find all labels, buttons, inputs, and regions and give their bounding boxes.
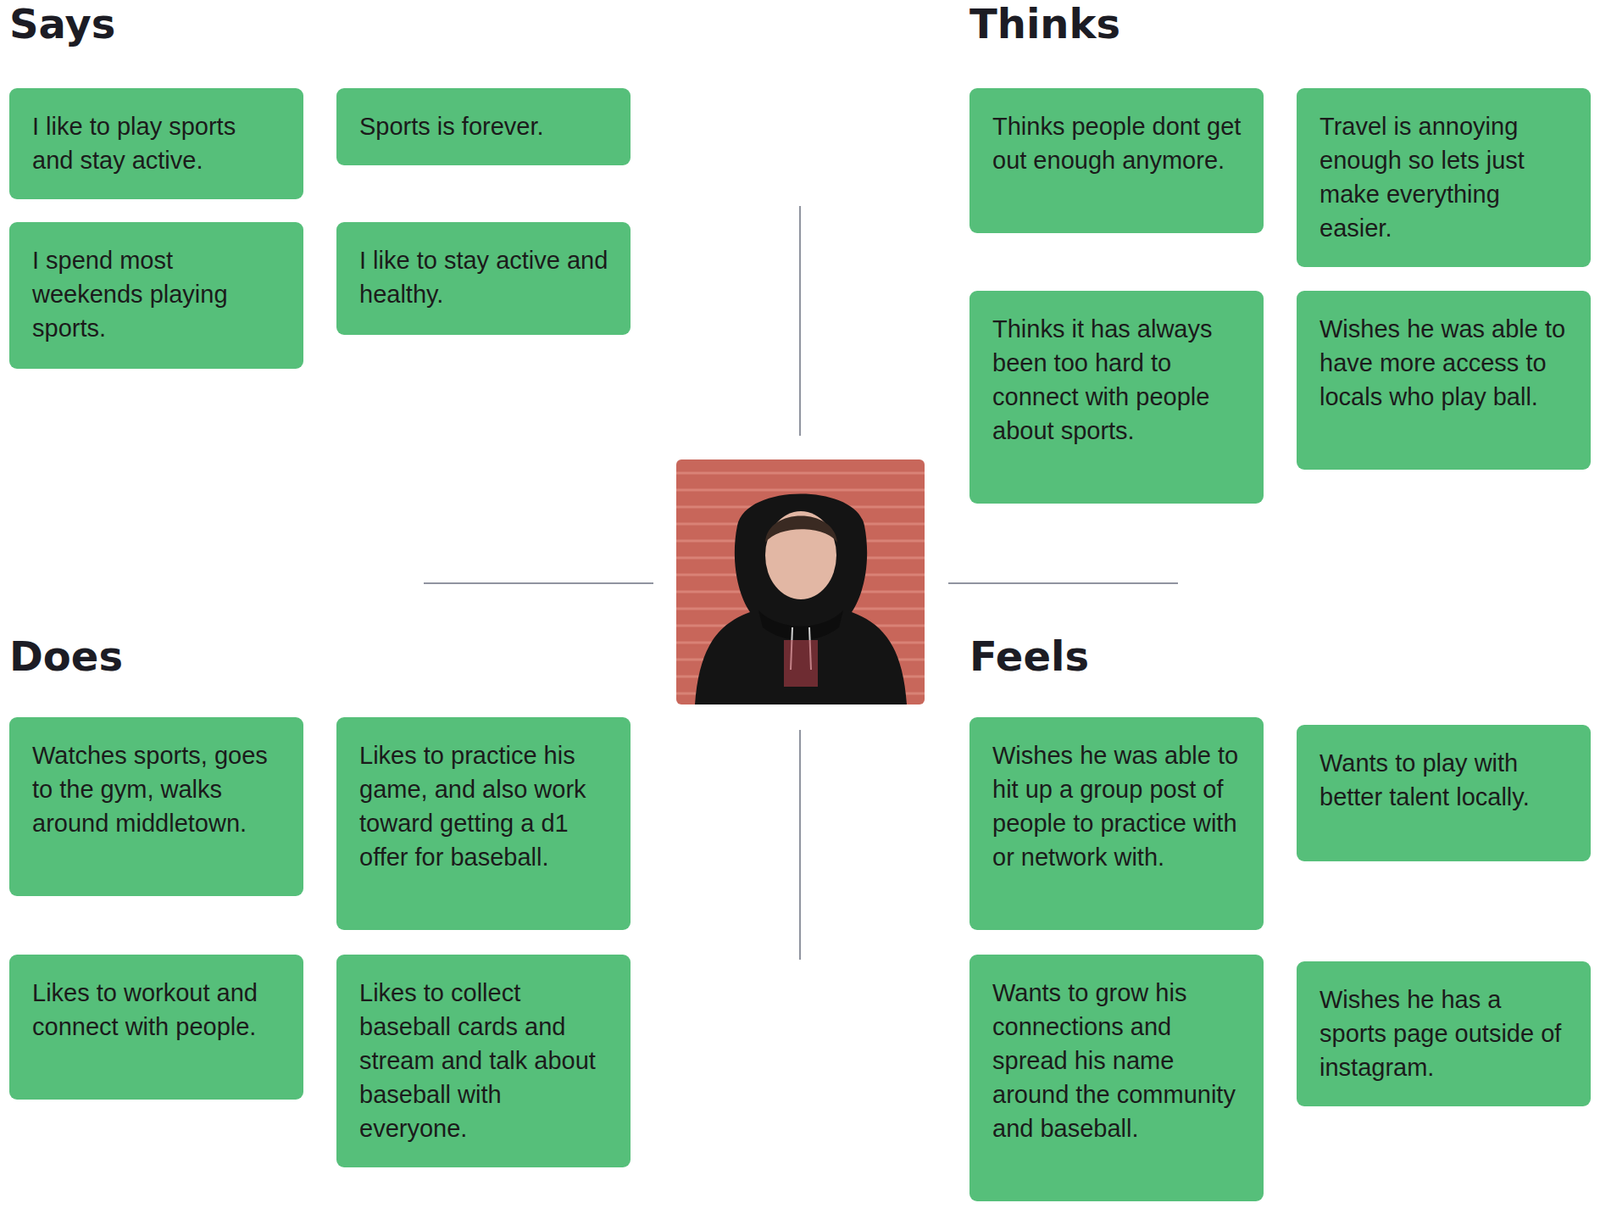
sticky-note: I like to play sports and stay active. <box>9 88 304 200</box>
sticky-note: Wishes he was able to hit up a group pos… <box>969 716 1264 930</box>
quadrant-heading: Does <box>9 632 123 680</box>
sticky-note: Sports is forever. <box>336 88 631 166</box>
note-text: Wants to grow his connections and spread… <box>992 975 1244 1145</box>
divider-line <box>948 582 1178 584</box>
divider-line <box>799 729 801 960</box>
note-text: I spend most weekends playing sports. <box>32 243 284 345</box>
sticky-note: Wishes he has a sports page outside of i… <box>1296 961 1591 1106</box>
quadrant-heading: Says <box>9 0 116 48</box>
divider-line <box>423 582 654 584</box>
note-text: Wishes he has a sports page outside of i… <box>1319 982 1571 1084</box>
note-text: Sports is forever. <box>359 109 611 144</box>
note-text: Likes to workout and connect with people… <box>32 975 284 1044</box>
sticky-note: I spend most weekends playing sports. <box>9 222 304 369</box>
sticky-note: I like to stay active and healthy. <box>336 222 631 335</box>
quadrant-heading: Feels <box>969 632 1089 680</box>
quadrant-heading: Thinks <box>969 0 1121 48</box>
note-text: Thinks it has always been too hard to co… <box>992 311 1244 448</box>
sticky-note: Likes to collect baseball cards and stre… <box>336 954 631 1167</box>
note-text: I like to stay active and healthy. <box>359 243 611 312</box>
note-text: Wants to play with better talent locally… <box>1319 745 1571 814</box>
note-text: Likes to practice his game, and also wor… <box>359 738 611 874</box>
sticky-note: Thinks people dont get out enough anymor… <box>969 88 1264 234</box>
persona-photo <box>676 459 925 705</box>
sticky-note: Wants to grow his connections and spread… <box>969 954 1264 1201</box>
sticky-note: Travel is annoying enough so lets just m… <box>1296 88 1591 267</box>
sticky-note: Likes to practice his game, and also wor… <box>336 716 631 930</box>
note-text: Watches sports, goes to the gym, walks a… <box>32 738 284 840</box>
sticky-note: Watches sports, goes to the gym, walks a… <box>9 716 304 896</box>
note-text: I like to play sports and stay active. <box>32 109 284 178</box>
note-text: Likes to collect baseball cards and stre… <box>359 975 611 1145</box>
sticky-note: Likes to workout and connect with people… <box>9 954 304 1100</box>
sticky-note: Wants to play with better talent locally… <box>1296 724 1591 862</box>
note-text: Thinks people dont get out enough anymor… <box>992 109 1244 178</box>
sticky-note: Wishes he was able to have more access t… <box>1296 290 1591 470</box>
note-text: Wishes he was able to have more access t… <box>1319 311 1571 414</box>
sticky-note: Thinks it has always been too hard to co… <box>969 290 1264 504</box>
note-text: Travel is annoying enough so lets just m… <box>1319 109 1571 245</box>
divider-line <box>799 205 801 436</box>
note-text: Wishes he was able to hit up a group pos… <box>992 738 1244 874</box>
